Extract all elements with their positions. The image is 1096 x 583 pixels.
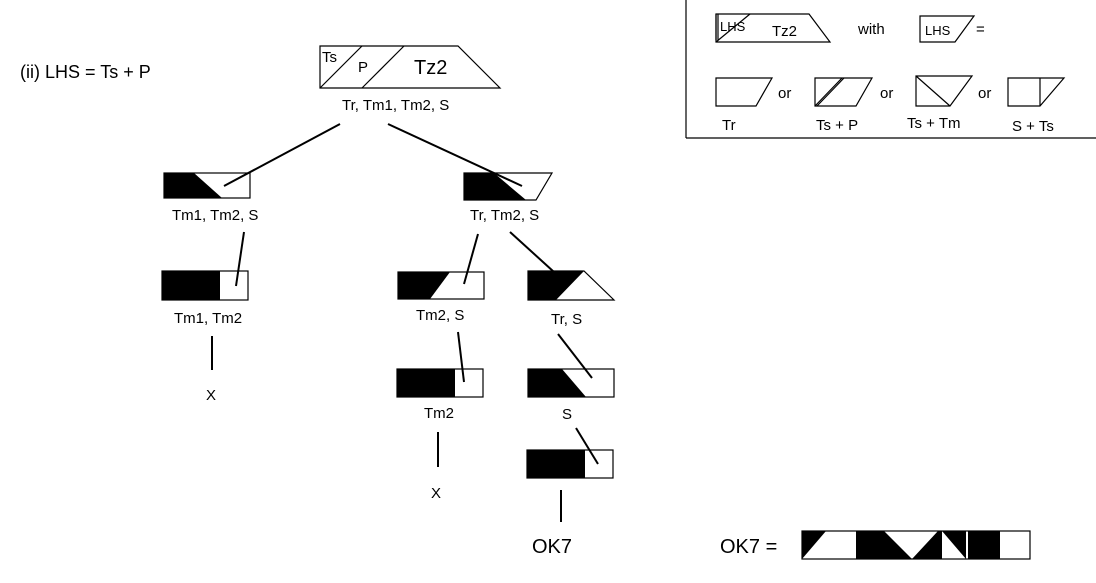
legend-option-tsp-shape — [814, 77, 874, 107]
edge-rr-2-3 — [575, 427, 599, 465]
edge-rr-1-2 — [557, 333, 593, 379]
root-tz2-label: Tz2 — [414, 57, 447, 79]
legend-equals: = — [976, 21, 985, 38]
node-left-1: Tm1, Tm2, S — [163, 172, 258, 224]
legend-option-sts-shape — [1007, 77, 1066, 107]
legend-or-1: or — [778, 85, 791, 102]
node-right-1-label: Tr, Tm2, S — [470, 207, 539, 224]
legend-option-tstm-label: Ts + Tm — [907, 115, 960, 132]
legend: LHS Tz2 with LHS = Tr or Ts + P or Ts + … — [685, 0, 1096, 139]
legend-lhs-label: LHS — [720, 19, 746, 34]
node-rr-1-label: Tr, S — [551, 311, 582, 328]
legend-with: with — [857, 21, 885, 38]
heading: (ii) LHS = Ts + P — [20, 62, 151, 82]
node-rr-1: Tr, S — [527, 270, 616, 328]
root-node: Ts P Tz2 Tr, Tm1, Tm2, S — [319, 45, 502, 114]
node-rl-1: Tm2, S — [397, 271, 485, 324]
legend-or-2: or — [880, 85, 893, 102]
edge-right-1-rl — [463, 233, 479, 285]
node-left-2: Tm1, Tm2 — [161, 270, 249, 327]
result-label: OK7 = — [720, 536, 777, 558]
node-right-1: Tr, Tm2, S — [463, 172, 554, 224]
node-left-end: X — [206, 387, 216, 404]
node-rl-1-label: Tm2, S — [416, 307, 464, 324]
root-label: Tr, Tm1, Tm2, S — [342, 97, 449, 114]
node-rr-2-label: S — [562, 406, 572, 423]
edge-left-1-2 — [235, 231, 245, 287]
legend-tz2-label: Tz2 — [772, 23, 797, 40]
root-ts-label: Ts — [322, 49, 337, 66]
node-rr-end: OK7 — [532, 536, 572, 558]
node-rl-end: X — [431, 485, 441, 502]
legend-option-tsp-label: Ts + P — [816, 117, 858, 134]
result-strip: Tz2 — [801, 530, 1031, 560]
edge-right-1-rr — [509, 231, 555, 273]
node-left-1-label: Tm1, Tm2, S — [172, 207, 258, 224]
legend-option-tr-label: Tr — [722, 117, 736, 134]
result-tz2-label: Tz2 — [860, 538, 882, 553]
edge-root-left — [223, 123, 341, 187]
legend-option-sts-label: S + Ts — [1012, 118, 1054, 135]
node-rl-2: Tm2 — [396, 368, 484, 422]
edge-rl-1-2 — [457, 331, 465, 383]
node-left-2-label: Tm1, Tm2 — [174, 310, 242, 327]
legend-lhs2-label: LHS — [925, 23, 951, 38]
node-rr-2: S — [527, 368, 615, 423]
legend-or-3: or — [978, 85, 991, 102]
node-rl-2-label: Tm2 — [424, 405, 454, 422]
legend-option-tr-shape — [715, 77, 774, 107]
root-p-label: P — [358, 59, 368, 76]
node-rr-3 — [526, 449, 614, 479]
edge-root-right — [387, 123, 523, 187]
